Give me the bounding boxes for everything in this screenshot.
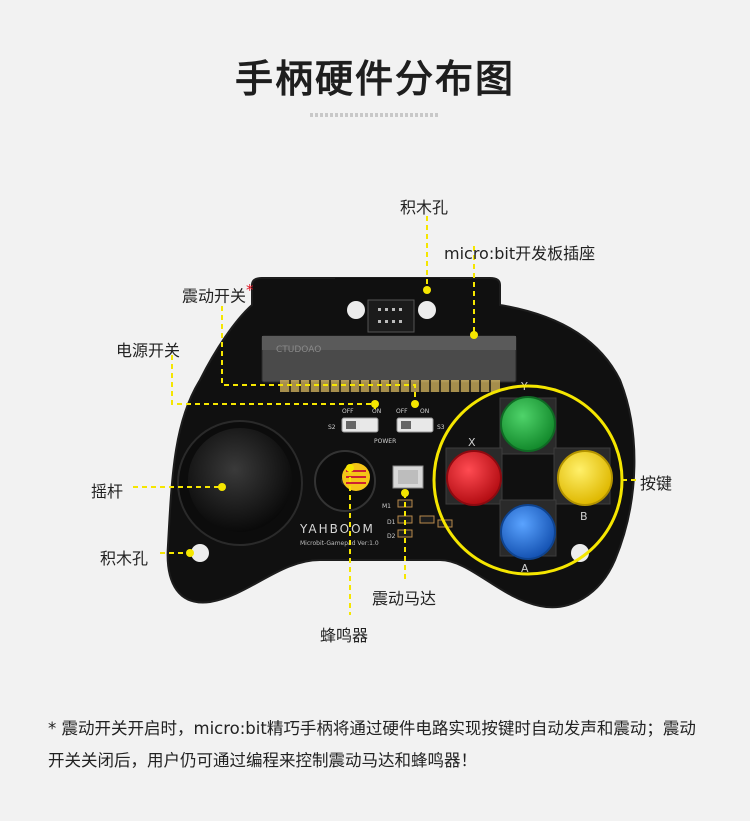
label-m1: M1 <box>382 503 391 510</box>
footnote: * 震动开关开启时，micro:bit精巧手柄将通过硬件电路实现按键时自动发声和… <box>48 719 696 770</box>
title-underline <box>310 113 440 117</box>
building-hole-bottom-right <box>571 544 589 562</box>
connector-pins <box>378 308 402 323</box>
button-x <box>446 450 502 506</box>
callout-vibration-motor: 震动马达 <box>372 589 437 608</box>
callout-building-hole-bottom: 积木孔 <box>100 549 149 568</box>
label-d1: D1 <box>387 519 396 526</box>
label-a: A <box>521 562 529 575</box>
callout-buzzer: 蜂鸣器 <box>320 626 369 645</box>
button-y <box>500 396 556 452</box>
label-power: POWER <box>374 438 396 445</box>
callout-buttons: 按键 <box>640 474 673 493</box>
board-logo: YAHBOOM <box>299 522 375 536</box>
label-off-2: OFF <box>396 408 408 415</box>
page-title: 手柄硬件分布图 <box>234 57 515 101</box>
label-on-1: ON <box>372 408 381 415</box>
label-on-2: ON <box>420 408 429 415</box>
asterisk: * <box>246 281 254 299</box>
label-d2: D2 <box>387 533 396 540</box>
connector-header <box>367 299 415 333</box>
callout-vibration-switch: 震动开关* <box>182 281 254 306</box>
button-a <box>500 504 556 560</box>
callout-dots <box>186 286 478 557</box>
callout-microbit-slot: micro:bit开发板插座 <box>444 244 596 263</box>
slot-print: CTUDOAO <box>276 345 321 355</box>
joystick-cap <box>188 428 292 532</box>
label-b: B <box>580 510 588 523</box>
building-hole-top-left <box>347 301 365 319</box>
button-b <box>557 450 613 506</box>
building-hole-top-right <box>418 301 436 319</box>
callout-joystick: 摇杆 <box>91 482 124 501</box>
board-model: Microbit-Gamepad Ver:1.0 <box>300 540 379 547</box>
label-s2: S2 <box>328 424 336 431</box>
building-hole-bottom-left <box>191 544 209 562</box>
callout-building-hole-top: 积木孔 <box>400 198 449 217</box>
label-s3: S3 <box>437 424 445 431</box>
callout-vibration-switch-text: 震动开关 <box>182 286 247 306</box>
label-off-1: OFF <box>342 408 354 415</box>
label-x: X <box>468 436 476 449</box>
callout-power-switch: 电源开关 <box>116 341 181 360</box>
